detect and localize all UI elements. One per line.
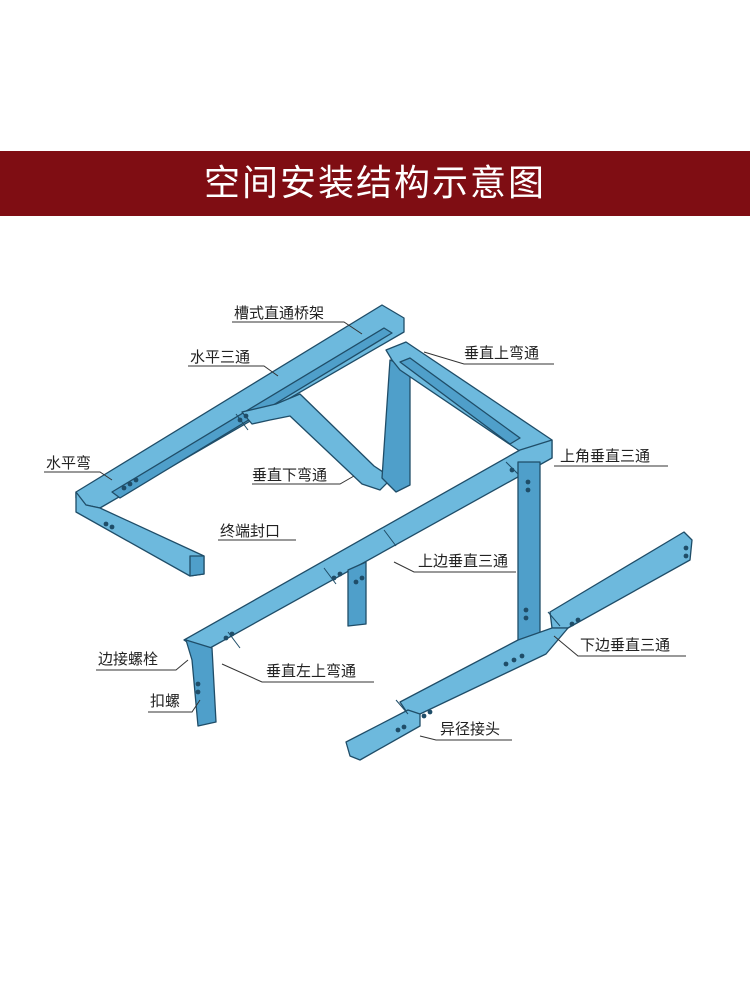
page-title: 空间安装结构示意图 bbox=[203, 163, 546, 204]
label-vertical-up-bend: 垂直上弯通 bbox=[464, 344, 539, 362]
label-horizontal-bend: 水平弯 bbox=[46, 454, 91, 472]
leader-lines bbox=[44, 321, 686, 741]
title-banner: 空间安装结构示意图 bbox=[0, 151, 750, 216]
label-lower-side-vertical-tee: 下边垂直三通 bbox=[580, 636, 670, 654]
middle-drop-column bbox=[347, 561, 367, 627]
label-upper-side-vertical-tee: 上边垂直三通 bbox=[418, 552, 508, 570]
label-horizontal-tee: 水平三通 bbox=[190, 348, 250, 366]
label-buckle-screw: 扣螺 bbox=[150, 692, 180, 710]
end-cap bbox=[189, 555, 205, 577]
label-side-joint-bolt: 边接螺栓 bbox=[98, 650, 158, 668]
horizontal-tee-tray bbox=[241, 393, 393, 491]
lower-diagonal-tray bbox=[399, 627, 569, 715]
reducer-joint-tray bbox=[345, 709, 421, 761]
label-end-cap: 终端封口 bbox=[220, 522, 280, 540]
vertical-down-bend-tray bbox=[381, 359, 411, 493]
label-vertical-down-bend: 垂直下弯通 bbox=[252, 466, 327, 484]
label-reducer-joint: 异径接头 bbox=[440, 720, 500, 738]
bolt-holes bbox=[103, 413, 689, 733]
label-trough-straight: 槽式直通桥架 bbox=[234, 304, 324, 322]
lower-side-vertical-tee-tray bbox=[549, 531, 693, 629]
label-upper-corner-vertical-tee: 上角垂直三通 bbox=[560, 447, 650, 465]
tray-seams bbox=[227, 413, 561, 715]
label-vertical-left-up-bend: 垂直左上弯通 bbox=[266, 662, 356, 680]
cable-tray-structure bbox=[75, 304, 693, 761]
vertical-left-up-bend-tray bbox=[185, 639, 217, 727]
component-labels: 槽式直通桥架 水平三通 水平弯 垂直下弯通 终端封口 垂直上弯通 上角垂直三通 … bbox=[46, 304, 670, 738]
vertical-up-bend-floor bbox=[399, 357, 521, 445]
